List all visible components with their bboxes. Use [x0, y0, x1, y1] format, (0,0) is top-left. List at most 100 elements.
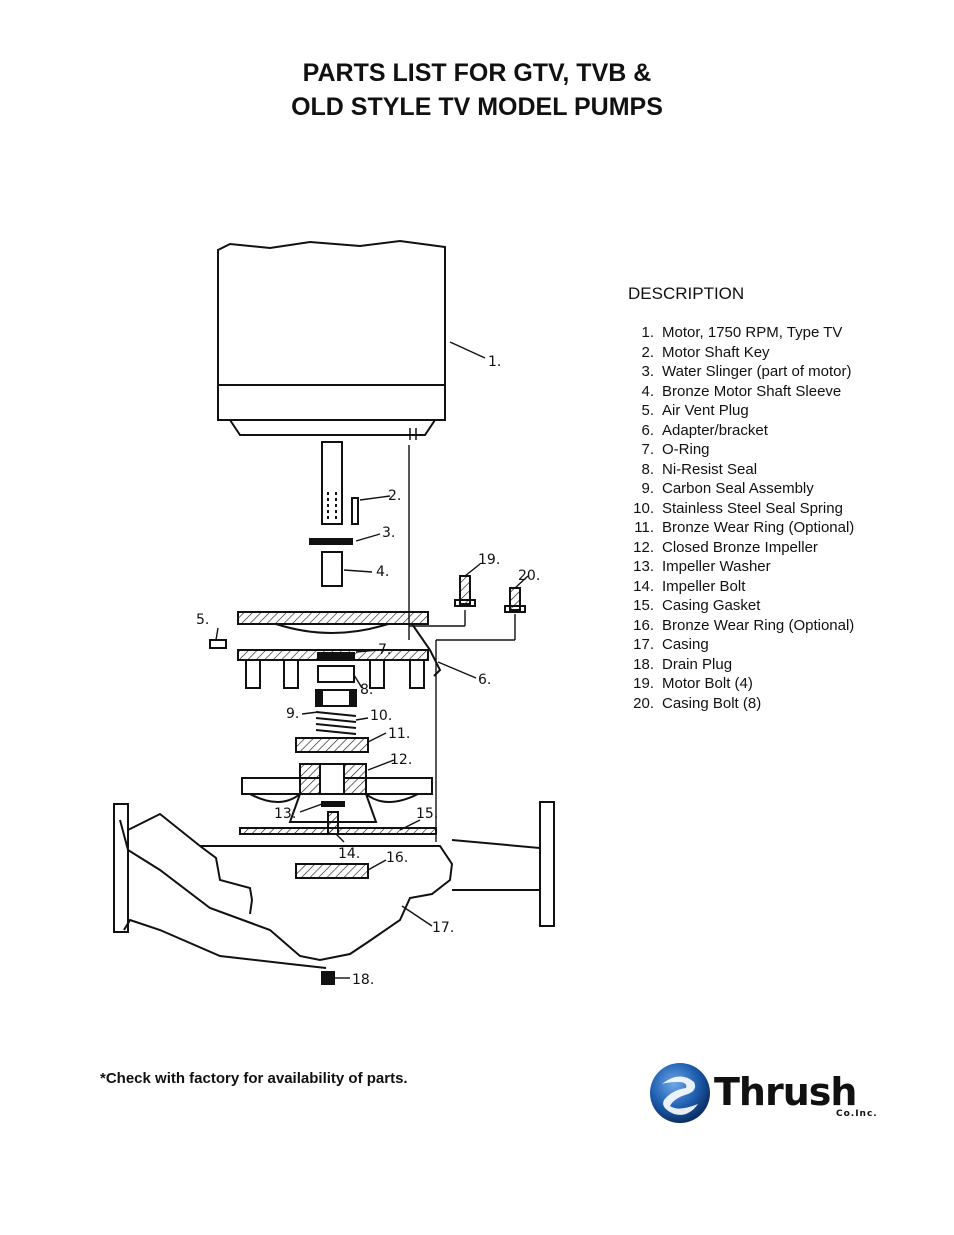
- part-number: 17.: [633, 636, 654, 653]
- callout-7: 7.: [378, 642, 391, 658]
- part-name: Casing Gasket: [662, 597, 761, 614]
- part-name: Motor Shaft Key: [662, 343, 770, 361]
- footnote: *Check with factory for availability of …: [100, 1070, 408, 1087]
- parts-list-item: 2.Motor Shaft Key: [628, 343, 854, 363]
- part-number: 8.: [641, 460, 654, 478]
- impeller-washer-shape: [321, 801, 345, 807]
- callout-3: 3.: [382, 525, 395, 541]
- shaft-key-shape: [351, 497, 359, 525]
- parts-list-item: 4.Bronze Motor Shaft Sleeve: [628, 382, 854, 402]
- parts-list-item: 15. Casing Gasket: [628, 596, 854, 616]
- part-number: 3.: [641, 363, 654, 380]
- callout-19: 19.: [478, 552, 500, 568]
- parts-list: 1. Motor, 1750 RPM, Type TV 2.Motor Shaft …: [628, 323, 854, 713]
- part-name: Casing Bolt (8): [662, 694, 762, 712]
- part-number: 12.: [633, 538, 654, 556]
- part-number: 19.: [633, 675, 654, 692]
- impeller-shape: [241, 763, 433, 823]
- parts-list-item: 11. Bronze Wear Ring (Optional): [628, 518, 854, 538]
- casing-gasket-shape: [239, 827, 437, 835]
- title-line-1: PARTS LIST FOR GTV, TVB &: [302, 59, 652, 87]
- motor-shaft-shape: [321, 441, 343, 525]
- pump-exploded-diagram: 1. 2. 3. 4. 5. 6. 7. 8. 9. 10. 11. 12. 1…: [113, 239, 555, 988]
- part-name: Adapter/bracket: [662, 421, 768, 439]
- part-name: Drain Plug: [662, 655, 733, 673]
- parts-list-item: 10. Stainless Steel Seal Spring: [628, 499, 854, 519]
- description-heading: DESCRIPTION: [628, 284, 745, 303]
- page-title: PARTS LIST FOR GTV, TVB & OLD STYLE TV M…: [0, 56, 954, 124]
- part-number: 10.: [633, 499, 654, 517]
- part-name: Bronze Motor Shaft Sleeve: [662, 382, 842, 400]
- callout-15: 15.: [416, 806, 438, 822]
- callout-8: 8.: [360, 682, 373, 698]
- callout-4: 4.: [376, 564, 389, 580]
- parts-list-item: 19. Motor Bolt (4): [628, 674, 854, 694]
- part-name: Bronze Wear Ring (Optional): [662, 616, 855, 634]
- callout-20: 20.: [518, 568, 540, 584]
- part-number: 5.: [641, 402, 654, 419]
- callout-16: 16.: [386, 850, 408, 866]
- parts-list-item: 8. Ni-Resist Seal: [628, 460, 854, 480]
- part-number: 20.: [633, 694, 654, 712]
- logo-suffix: Co.Inc.: [836, 1109, 878, 1119]
- motor-shape: [217, 239, 446, 440]
- callout-2: 2.: [388, 488, 401, 504]
- part-name: Ni-Resist Seal: [662, 460, 758, 478]
- parts-list-item: 3. Water Slinger (part of motor): [628, 362, 854, 382]
- part-name: Motor Bolt (4): [662, 675, 753, 692]
- part-number: 16.: [633, 616, 654, 634]
- part-number: 18.: [633, 655, 654, 673]
- o-ring-shape: [317, 652, 355, 661]
- ni-resist-seal-shape: [317, 665, 355, 683]
- parts-list-item: 18. Drain Plug: [628, 655, 854, 675]
- parts-list-item: 13. Impeller Washer: [628, 557, 854, 577]
- logo-wordmark: Thrush: [714, 1070, 857, 1114]
- part-number: 13.: [633, 558, 654, 575]
- callout-12: 12.: [390, 752, 412, 768]
- part-name: Stainless Steel Seal Spring: [662, 499, 843, 517]
- part-number: 15.: [633, 597, 654, 614]
- air-vent-plug-shape: [209, 639, 227, 649]
- part-number: 7.: [641, 441, 654, 458]
- casing-shape: [113, 801, 555, 969]
- part-name: Air Vent Plug: [662, 402, 749, 419]
- parts-list-item: 12. Closed Bronze Impeller: [628, 538, 854, 558]
- part-name: O-Ring: [662, 441, 710, 458]
- part-name: Water Slinger (part of motor): [662, 363, 852, 380]
- slinger-shape: [309, 538, 353, 545]
- callout-10: 10.: [370, 708, 392, 724]
- globe-swirl-icon: [650, 1063, 710, 1123]
- sleeve-shape: [321, 551, 343, 587]
- part-name: Closed Bronze Impeller: [662, 538, 818, 556]
- parts-list-item: 14. Impeller Bolt: [628, 577, 854, 597]
- parts-list-item: 9.Carbon Seal Assembly: [628, 479, 854, 499]
- parts-list-item: 1. Motor, 1750 RPM, Type TV: [628, 323, 854, 343]
- part-name: Casing: [662, 636, 709, 653]
- callout-5: 5.: [196, 612, 209, 628]
- part-name: Bronze Wear Ring (Optional): [662, 519, 855, 536]
- part-number: 14.: [633, 577, 654, 595]
- seal-spring-shape: [315, 711, 357, 735]
- part-name: Impeller Bolt: [662, 577, 746, 595]
- parts-list-item: 6. Adapter/bracket: [628, 421, 854, 441]
- title-line-2: OLD STYLE TV MODEL PUMPS: [291, 93, 663, 121]
- part-name: Impeller Washer: [662, 558, 771, 575]
- part-number: 6.: [641, 421, 654, 439]
- parts-list-item: 5. Air Vent Plug: [628, 401, 854, 421]
- part-number: 11.: [634, 519, 654, 536]
- wear-ring-shape: [295, 737, 369, 753]
- callout-1: 1.: [488, 354, 501, 370]
- thrush-logo: Thrush Co.Inc.: [648, 1060, 898, 1126]
- parts-list-item: 7. O-Ring: [628, 440, 854, 460]
- callout-13: 13.: [274, 806, 296, 822]
- part-number: 1.: [641, 324, 654, 341]
- drain-plug-shape: [321, 971, 335, 985]
- callout-6: 6.: [478, 672, 491, 688]
- adapter-bracket-shape: [237, 611, 442, 689]
- callout-17: 17.: [432, 920, 454, 936]
- parts-list-item: 20. Casing Bolt (8): [628, 694, 854, 714]
- callout-9: 9.: [286, 706, 299, 722]
- part-number: 9.: [641, 480, 654, 497]
- part-name: Motor, 1750 RPM, Type TV: [662, 324, 843, 341]
- callout-18: 18.: [352, 972, 374, 988]
